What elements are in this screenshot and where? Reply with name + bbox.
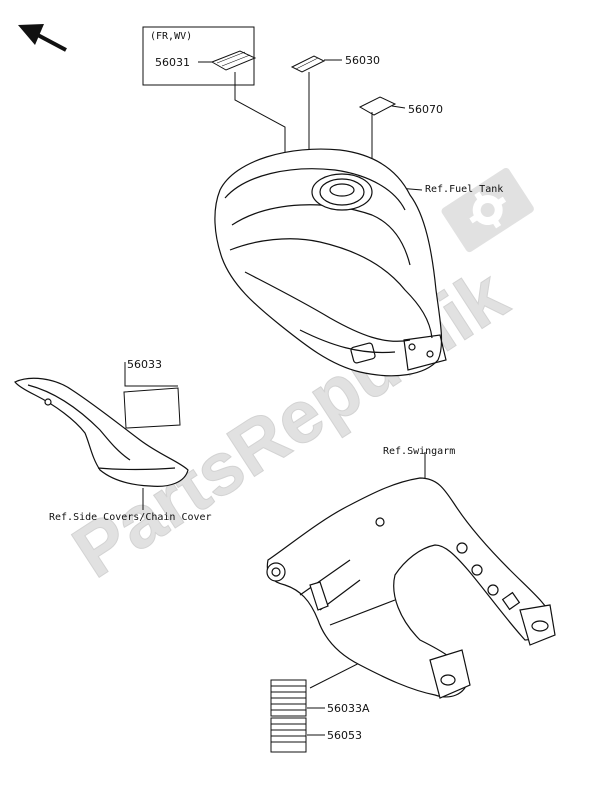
decal-56053-icon xyxy=(270,717,307,753)
region-tag: (FR,WV) xyxy=(150,31,193,42)
decal-56033a-icon xyxy=(270,679,307,717)
ref-swingarm-label[interactable]: Ref.Swingarm xyxy=(383,446,456,457)
ref-side-covers-label[interactable]: Ref.Side Covers/Chain Cover xyxy=(49,512,212,523)
ref-fuel-tank-label[interactable]: Ref.Fuel Tank xyxy=(425,184,504,195)
decal-56070-icon xyxy=(358,96,397,116)
decal-56031-icon xyxy=(210,50,257,71)
part-number-56031[interactable]: 56031 xyxy=(155,56,190,69)
part-number-56030[interactable]: 56030 xyxy=(345,54,380,67)
part-number-56053[interactable]: 56053 xyxy=(327,729,362,742)
front-arrow-icon xyxy=(18,24,67,52)
part-number-56033[interactable]: 56033 xyxy=(127,358,162,371)
fuel-tank-illustration xyxy=(214,148,447,377)
swingarm-illustration xyxy=(266,477,556,699)
region-box xyxy=(142,26,255,86)
decal-56033-icon xyxy=(123,387,181,429)
part-number-56033a[interactable]: 56033A xyxy=(327,702,370,715)
decal-56030-icon xyxy=(290,55,326,73)
part-number-56070[interactable]: 56070 xyxy=(408,103,443,116)
watermark-logo-icon xyxy=(441,167,534,253)
side-cover-illustration xyxy=(14,377,189,487)
